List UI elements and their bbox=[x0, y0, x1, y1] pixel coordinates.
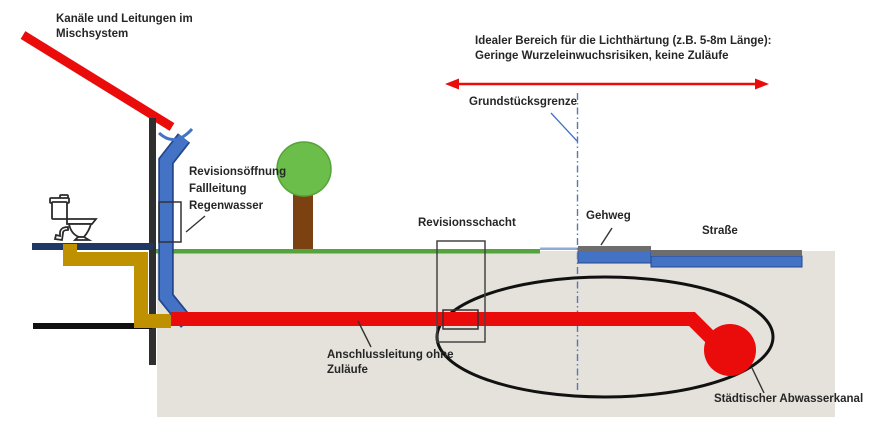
connection-leader-line bbox=[357, 320, 372, 348]
label-line: Idealer Bereich für die Lichthärtung (z.… bbox=[475, 35, 772, 47]
sewer-leader-line bbox=[751, 367, 765, 394]
label-line: Zuläufe bbox=[327, 364, 368, 376]
connection-pipe bbox=[171, 312, 756, 376]
boundary-leader-line bbox=[550, 112, 578, 142]
basement-floor-line bbox=[33, 323, 152, 329]
label-line: Geringe Wurzeleinwuchsrisiken, keine Zul… bbox=[475, 50, 729, 62]
label-mixed-system: Kanäle und Leitungen im Mischsystem bbox=[56, 12, 193, 42]
label-line: Mischsystem bbox=[56, 28, 129, 40]
opening-leader-line bbox=[185, 215, 206, 233]
mixed-system-pipe bbox=[20, 31, 175, 131]
label-line: Revisionsöffnung bbox=[189, 166, 287, 178]
inspection-shaft-box bbox=[436, 240, 486, 343]
label-inspection-shaft: Revisionsschacht bbox=[418, 217, 516, 229]
rainwater-downpipe bbox=[157, 127, 194, 328]
label-line: Kanäle und Leitungen im bbox=[56, 13, 193, 25]
street-graphic bbox=[650, 250, 803, 268]
toilet-icon bbox=[49, 194, 98, 242]
pipe-access-box bbox=[442, 309, 479, 330]
tree-graphic bbox=[276, 141, 332, 249]
label-connection-pipe: Anschlussleitung ohne Zuläufe bbox=[327, 348, 454, 378]
tree-crown bbox=[276, 141, 332, 197]
tree-trunk bbox=[293, 191, 313, 249]
label-property-boundary: Grundstücksgrenze bbox=[469, 96, 577, 108]
house-floor-line bbox=[32, 243, 153, 250]
label-inspection-opening: Revisionsöffnung Fallleitung Regenwasser bbox=[189, 164, 286, 215]
ideal-range-arrow bbox=[445, 78, 769, 90]
sidewalk-graphic bbox=[577, 246, 652, 264]
toilet-waste-pipe bbox=[63, 244, 171, 328]
sidewalk-leader-line bbox=[600, 227, 613, 246]
label-street: Straße bbox=[702, 225, 738, 237]
label-line: Anschlussleitung ohne bbox=[327, 349, 454, 361]
label-ideal-range: Idealer Bereich für die Lichthärtung (z.… bbox=[475, 34, 772, 64]
label-line: Regenwasser bbox=[189, 200, 264, 212]
surface-gap-line bbox=[540, 247, 578, 250]
label-municipal-sewer: Städtischer Abwasserkanal bbox=[714, 393, 864, 405]
label-line: Fallleitung bbox=[189, 183, 247, 195]
label-sidewalk: Gehweg bbox=[586, 210, 631, 222]
house-wall bbox=[149, 118, 156, 365]
inspection-opening-box bbox=[158, 201, 182, 243]
gutter-funnel-arc bbox=[157, 127, 194, 141]
municipal-sewer-circle bbox=[704, 324, 756, 376]
ground-surface-line bbox=[154, 249, 540, 254]
